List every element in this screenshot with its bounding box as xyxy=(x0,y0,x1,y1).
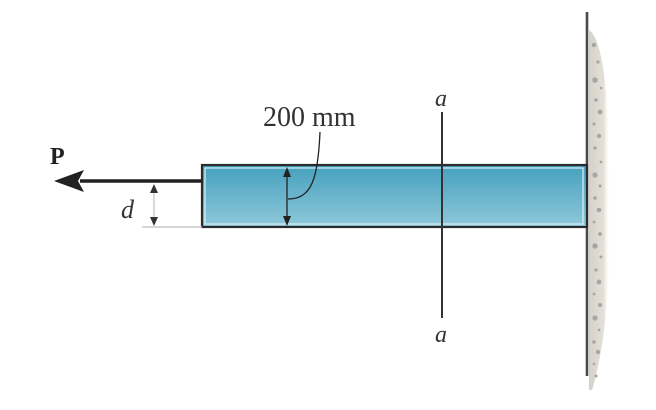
fixed-wall xyxy=(585,12,610,390)
load-label-p: P xyxy=(50,144,65,170)
bar-member xyxy=(200,163,589,229)
section-label-bottom: a xyxy=(435,322,447,348)
wall-speckles xyxy=(591,42,603,378)
offset-label-d: d xyxy=(121,195,135,224)
offset-dimension-d xyxy=(150,184,158,226)
section-label-top: a xyxy=(435,86,447,112)
bar-highlight xyxy=(204,167,584,225)
dimension-label: 200 mm xyxy=(263,102,356,133)
arrowhead-left-icon xyxy=(54,170,84,192)
bar-body xyxy=(200,163,589,229)
depth-dimension xyxy=(283,131,321,226)
load-arrow-p xyxy=(54,170,202,192)
leader-line xyxy=(287,131,321,200)
